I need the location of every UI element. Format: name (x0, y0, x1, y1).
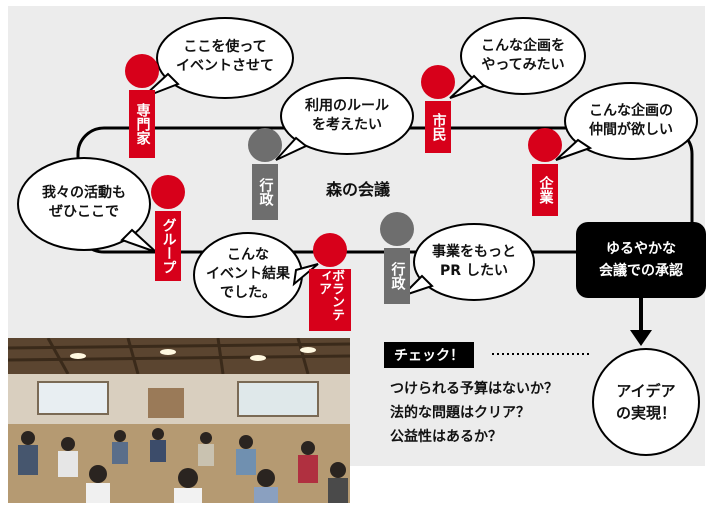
check-label: チェック！ (384, 342, 474, 368)
bubble-pr: 事業をもっと PR したい (432, 244, 516, 279)
bubble-shape-koko (141, 17, 294, 99)
bubble-shape-kikaku (449, 17, 586, 99)
bubble-kekka: こんな イベント結果 でした。 (206, 247, 290, 301)
bubble-katsudo: 我々の活動も ぜひここで (42, 185, 126, 220)
meeting-title: 森の会議 (326, 180, 391, 199)
bubble-rule: 利用のルール を考えたい (305, 98, 389, 133)
bubble-koko: ここを使って イベントさせて (176, 39, 274, 74)
bubble-shape-katsudo (17, 157, 157, 253)
person-gyosei-1: 行政 (252, 164, 278, 220)
approval-box: ゆるやかな 会議での承認 (576, 222, 706, 298)
head-senmonka (125, 54, 159, 88)
meeting-photo (8, 338, 350, 503)
head-volunteer (313, 233, 347, 267)
head-group (151, 175, 185, 209)
meeting-photo-illustration (8, 338, 350, 503)
bubble-nakama: こんな企画の 仲間が欲しい (589, 103, 673, 138)
bubble-kikaku: こんな企画を やってみたい (481, 38, 565, 73)
person-volunteer: ボランティア (309, 269, 351, 331)
person-senmonka: 専門家 (129, 90, 155, 158)
head-kigyo (528, 128, 562, 162)
bubble-shape-nakama (555, 82, 698, 161)
bubble-shape-pr (401, 223, 535, 301)
person-group: グループ (155, 211, 181, 281)
person-kigyo: 企業 (532, 164, 558, 216)
head-gyosei-2 (380, 212, 414, 246)
check-item-public: 公益性はあるか？ (390, 429, 502, 445)
check-item-budget: つけられる予算はないか？ (390, 381, 558, 397)
arrow-head (630, 330, 652, 346)
realization-circle: アイデア の実現！ (592, 348, 700, 456)
person-gyosei-2: 行政 (384, 248, 410, 304)
person-shimin: 市民 (425, 101, 451, 153)
check-item-legal: 法的な問題はクリア？ (390, 405, 530, 421)
head-shimin (421, 65, 455, 99)
head-gyosei-1 (248, 128, 282, 162)
bubble-shape-rule (275, 77, 414, 161)
